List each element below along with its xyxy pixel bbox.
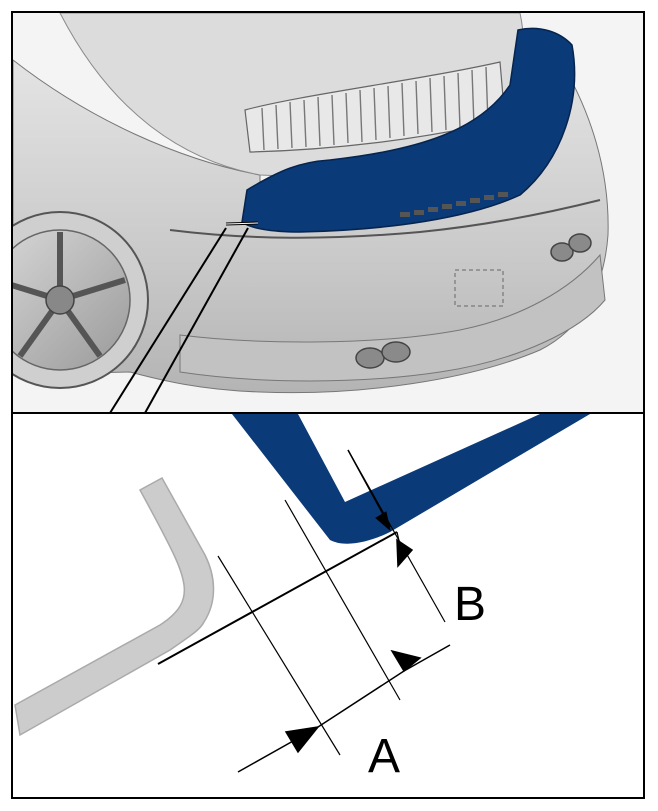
exhaust-tips-center	[355, 341, 411, 369]
rear-lettering	[400, 192, 508, 217]
figure-border	[11, 11, 645, 799]
tail-light-strip	[169, 199, 601, 239]
film-edge-line	[157, 531, 398, 665]
dimension-a	[237, 644, 451, 773]
license-plate-recess	[454, 269, 504, 307]
rear-bumper	[179, 253, 606, 382]
dimension-b	[347, 449, 414, 568]
trim-strip	[14, 476, 215, 737]
rear-wheel	[13, 211, 149, 389]
exhaust-tips-right	[550, 233, 592, 262]
masking-film-rear-lid	[241, 27, 576, 233]
masking-film-edge	[232, 414, 590, 544]
detail-leader-lines	[109, 227, 249, 414]
car-rear-view	[13, 13, 643, 413]
dimension-label-a: A	[368, 730, 400, 783]
dimension-label-b: B	[454, 578, 486, 631]
engine-grille	[244, 61, 506, 153]
detail-view: B A	[14, 414, 590, 783]
